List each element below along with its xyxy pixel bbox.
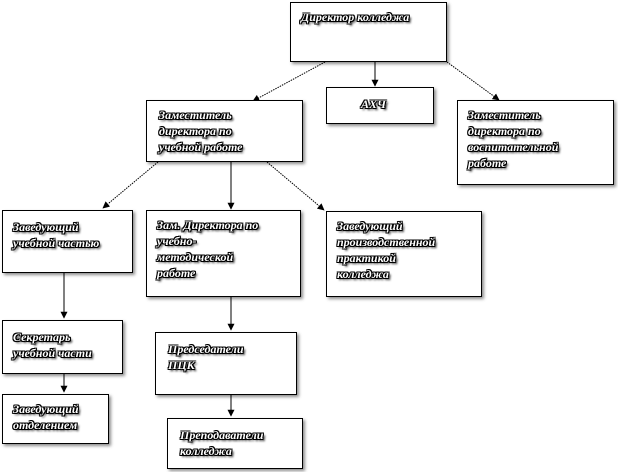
node-chairs-pck-label: Председатели ПЦК (168, 342, 244, 372)
node-director-label: Директор колледжа (301, 10, 410, 24)
arrow-deputy-to-head-practice (266, 161, 325, 211)
node-ahch-label: АХЧ (361, 97, 386, 111)
node-deputy-methodical: Зам. Директора по учебно- методической р… (146, 210, 301, 297)
node-secretary: Секретарь учебной части (2, 320, 123, 374)
arrow-director-to-deputy-upbringing (446, 61, 500, 101)
node-head-academic-part: Заведующий учебной частью (2, 210, 133, 273)
node-head-practice: Заведующий производственной практикой ко… (326, 211, 482, 297)
node-deputy-academic-label: Заместитель директора по учебной работе (159, 108, 243, 154)
node-head-department-label: Заведующий отделением (13, 402, 79, 432)
node-deputy-methodical-label: Зам. Директора по учебно- методической р… (157, 218, 259, 280)
node-deputy-upbringing: Заместитель директора по воспитательной … (457, 100, 614, 185)
node-chairs-pck: Председатели ПЦК (155, 332, 297, 395)
node-director: Директор колледжа (290, 2, 447, 62)
node-head-practice-label: Заведующий производственной практикой ко… (337, 219, 436, 281)
node-head-academic-part-label: Заведующий учебной частью (13, 220, 100, 250)
node-deputy-upbringing-label: Заместитель директора по воспитательной … (468, 108, 559, 170)
node-head-department: Заведующий отделением (2, 394, 109, 444)
arrow-deputy-to-head-academic-part (102, 161, 159, 209)
node-deputy-academic: Заместитель директора по учебной работе (146, 100, 303, 162)
node-teachers-label: Преподаватели колледжа (180, 428, 264, 458)
arrow-director-to-deputy-academic (252, 61, 326, 102)
node-teachers: Преподаватели колледжа (167, 418, 303, 469)
node-secretary-label: Секретарь учебной части (13, 330, 92, 360)
node-ahch: АХЧ (326, 87, 434, 124)
